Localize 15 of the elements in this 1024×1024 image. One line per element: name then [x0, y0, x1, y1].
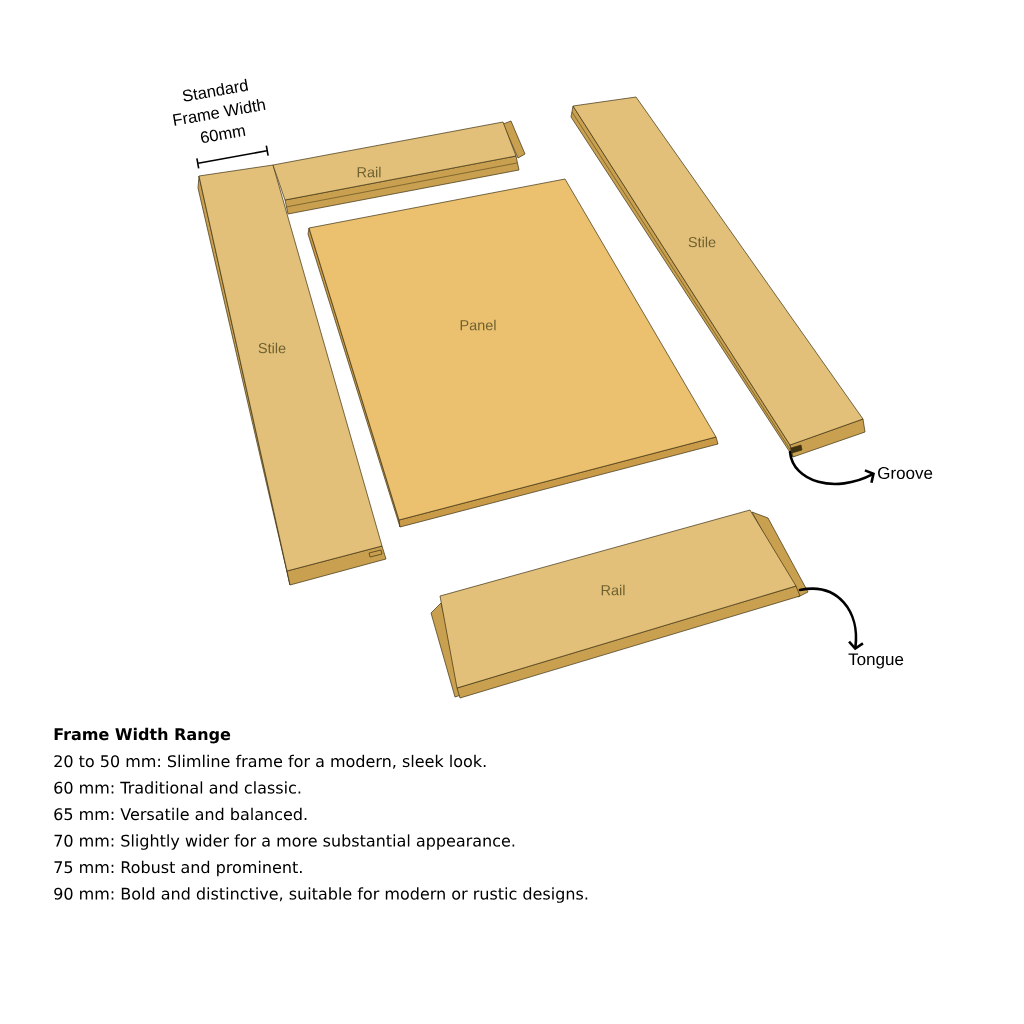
text-line: 70 mm: Slightly wider for a more substantial appearance. — [54, 834, 515, 850]
part-label: Groove — [878, 467, 933, 480]
stile-board: Stile — [570, 96, 866, 458]
text-line: 75 mm: Robust and prominent. — [54, 860, 302, 877]
rail-board: Rail — [430, 509, 809, 699]
text-line: 65 mm: Versatile and balanced. — [54, 807, 307, 821]
curved-arrow — [798, 587, 864, 651]
rail-board: Rail — [272, 120, 526, 215]
text-line: 60 mm: Traditional and classic. — [54, 781, 301, 794]
text-line: 20 to 50 mm: Slimline frame for a modern, sleek look. — [54, 754, 486, 769]
part-label: Tongue — [848, 653, 904, 669]
text-line: 90 mm: Bold and distinctive, suitable for modern or rustic designs. — [54, 887, 588, 903]
curved-arrow — [788, 450, 875, 486]
dimension-label: Standard Frame Width 60mm — [172, 78, 266, 143]
heading: Frame Width Range — [54, 727, 231, 744]
